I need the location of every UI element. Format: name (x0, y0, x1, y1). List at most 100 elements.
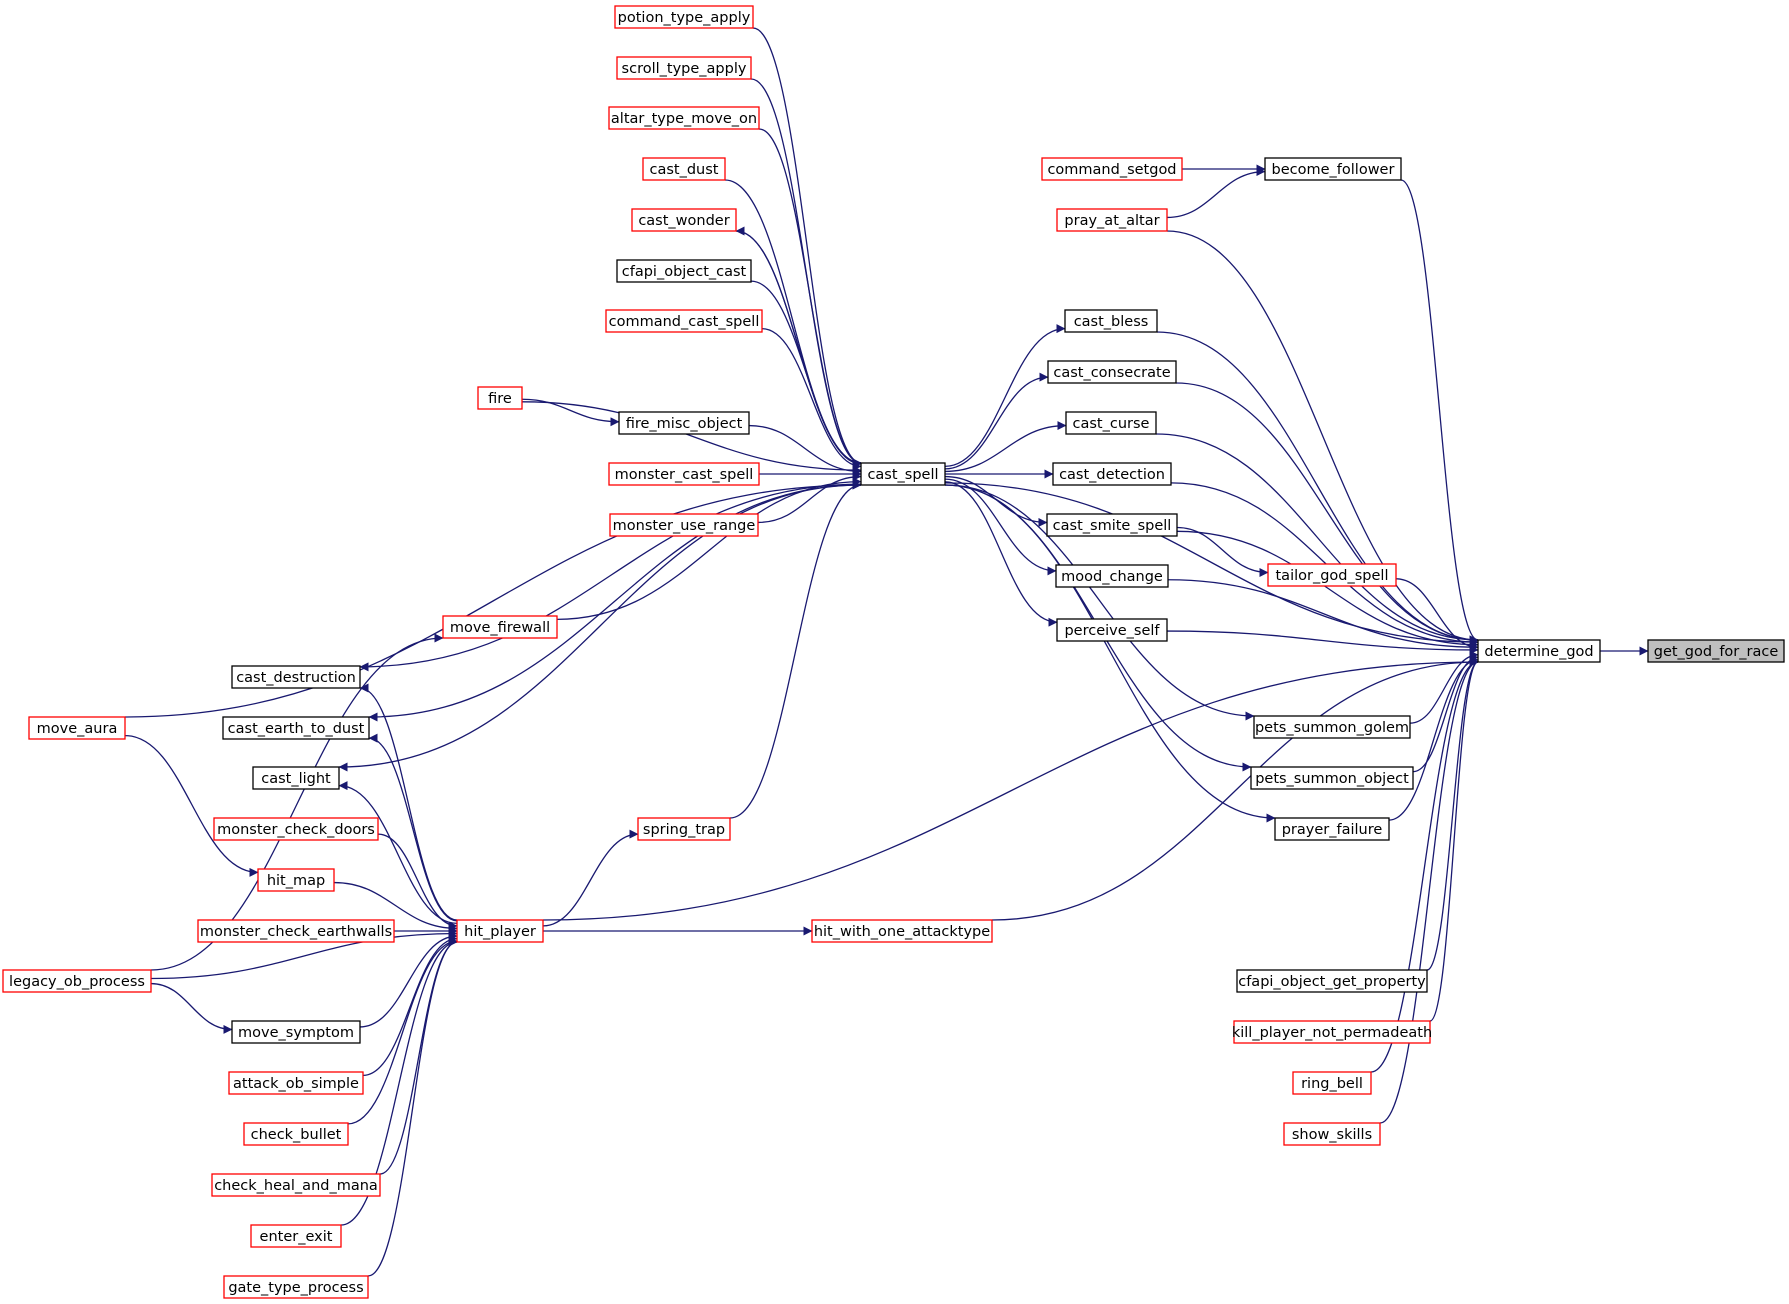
node-check_bullet[interactable]: check_bullet (243, 1122, 349, 1146)
node-label-ring_bell: ring_bell (1301, 1076, 1363, 1092)
node-cast_curse[interactable]: cast_curse (1065, 411, 1157, 435)
edge-fire-to-cast_spell (521, 401, 862, 475)
node-box-scroll_type_apply (616, 56, 752, 80)
node-box-monster_check_earthwalls (197, 919, 395, 943)
node-cast_bless[interactable]: cast_bless (1064, 309, 1158, 333)
node-box-potion_type_apply (614, 5, 754, 29)
node-label-move_aura: move_aura (37, 721, 118, 737)
edge-pets_summon_golem-to-determine_god (1409, 650, 1479, 724)
node-perceive_self[interactable]: perceive_self (1056, 618, 1168, 642)
node-label-check_heal_and_mana: check_heal_and_mana (214, 1178, 378, 1194)
node-box-pray_at_altar (1056, 208, 1168, 232)
edge-cfapi_object_cast-to-cast_spell (750, 280, 862, 469)
node-label-monster_check_doors: monster_check_doors (217, 822, 375, 838)
node-potion_type_apply[interactable]: potion_type_apply (614, 5, 754, 29)
node-fire_misc_object[interactable]: fire_misc_object (618, 411, 750, 435)
node-hit_player[interactable]: hit_player (456, 919, 544, 943)
node-move_firewall[interactable]: move_firewall (442, 615, 558, 639)
edges-layer (124, 27, 1649, 1277)
edge-attack_ob_simple-to-hit_player (362, 934, 458, 1077)
edge-cast_spell-to-cast_bless (944, 324, 1066, 467)
node-become_follower[interactable]: become_follower (1264, 157, 1402, 181)
node-box-move_symptom (231, 1020, 361, 1044)
node-cast_consecrate[interactable]: cast_consecrate (1047, 360, 1177, 384)
node-label-gate_type_process: gate_type_process (228, 1280, 363, 1296)
edge-legacy_ob_process-to-hit_player (150, 929, 458, 980)
edge-cast_spell-to-cast_wonder (735, 226, 862, 464)
node-label-cast_bless: cast_bless (1074, 314, 1149, 330)
node-determine_god[interactable]: determine_god (1477, 639, 1601, 663)
node-label-move_firewall: move_firewall (450, 620, 550, 636)
node-hit_map[interactable]: hit_map (257, 868, 335, 892)
node-pets_summon_object[interactable]: pets_summon_object (1250, 766, 1414, 790)
node-pets_summon_golem[interactable]: pets_summon_golem (1253, 715, 1411, 739)
node-label-potion_type_apply: potion_type_apply (618, 10, 751, 26)
node-cast_detection[interactable]: cast_detection (1052, 462, 1172, 486)
node-box-altar_type_move_on (608, 106, 760, 130)
node-cfapi_object_cast[interactable]: cfapi_object_cast (616, 259, 752, 283)
node-monster_check_earthwalls[interactable]: monster_check_earthwalls (197, 919, 395, 943)
node-box-cast_dust (642, 157, 726, 181)
edge-check_heal_and_mana-to-hit_player (379, 937, 458, 1175)
node-monster_use_range[interactable]: monster_use_range (609, 513, 759, 537)
node-label-cast_smite_spell: cast_smite_spell (1053, 518, 1172, 534)
node-box-cast_earth_to_dust (222, 716, 370, 740)
node-pray_at_altar[interactable]: pray_at_altar (1056, 208, 1168, 232)
node-enter_exit[interactable]: enter_exit (250, 1224, 342, 1248)
edge-hit_map-to-hit_player (333, 881, 458, 933)
node-box-cast_wonder (631, 208, 737, 232)
edge-monster_check_doors-to-hit_player (377, 833, 458, 931)
edge-hit_player-to-determine_god (542, 657, 1479, 921)
node-label-scroll_type_apply: scroll_type_apply (622, 61, 747, 77)
node-spring_trap[interactable]: spring_trap (637, 817, 731, 841)
node-ring_bell[interactable]: ring_bell (1292, 1071, 1372, 1095)
node-box-cfapi_object_get_property (1236, 969, 1428, 993)
edge-cast_smite_spell-to-determine_god (1176, 530, 1479, 650)
node-box-ring_bell (1292, 1071, 1372, 1095)
node-legacy_ob_process[interactable]: legacy_ob_process (2, 969, 152, 993)
edge-hit_player-to-cast_destruction (359, 683, 458, 921)
node-cast_light[interactable]: cast_light (252, 766, 340, 790)
node-hit_with_one_attacktype[interactable]: hit_with_one_attacktype (811, 919, 993, 943)
edge-pray_at_altar-to-become_follower (1166, 167, 1266, 219)
edge-cast_consecrate-to-determine_god (1175, 382, 1479, 645)
node-attack_ob_simple[interactable]: attack_ob_simple (228, 1071, 364, 1095)
node-cast_destruction[interactable]: cast_destruction (231, 665, 361, 689)
node-gate_type_process[interactable]: gate_type_process (223, 1275, 369, 1299)
node-move_symptom[interactable]: move_symptom (231, 1020, 361, 1044)
node-prayer_failure[interactable]: prayer_failure (1274, 817, 1390, 841)
node-cast_earth_to_dust[interactable]: cast_earth_to_dust (222, 716, 370, 740)
node-cast_smite_spell[interactable]: cast_smite_spell (1046, 513, 1178, 537)
node-cfapi_object_get_property[interactable]: cfapi_object_get_property (1236, 969, 1428, 993)
node-kill_player_not_permadeath[interactable]: kill_player_not_permadeath (1232, 1020, 1432, 1044)
edge-cast_spell-to-prayer_failure (944, 484, 1276, 823)
node-command_setgod[interactable]: command_setgod (1041, 157, 1183, 181)
node-label-enter_exit: enter_exit (260, 1229, 333, 1245)
node-box-cast_light (252, 766, 340, 790)
node-label-cast_dust: cast_dust (650, 162, 719, 178)
node-check_heal_and_mana[interactable]: check_heal_and_mana (211, 1173, 381, 1197)
node-cast_dust[interactable]: cast_dust (642, 157, 726, 181)
node-box-command_cast_spell (605, 309, 763, 333)
node-monster_cast_spell[interactable]: monster_cast_spell (608, 462, 760, 486)
node-move_aura[interactable]: move_aura (28, 716, 126, 740)
node-box-monster_use_range (609, 513, 759, 537)
node-fire[interactable]: fire (477, 386, 523, 410)
node-box-monster_cast_spell (608, 462, 760, 486)
node-scroll_type_apply[interactable]: scroll_type_apply (616, 56, 752, 80)
node-get_god_for_race[interactable]: get_god_for_race (1647, 639, 1785, 663)
node-label-monster_use_range: monster_use_range (613, 518, 756, 534)
node-mood_change[interactable]: mood_change (1055, 564, 1169, 588)
nodes-layer: get_god_for_race determine_god become_foll… (2, 5, 1785, 1299)
node-monster_check_doors[interactable]: monster_check_doors (213, 817, 379, 841)
node-altar_type_move_on[interactable]: altar_type_move_on (608, 106, 760, 130)
node-box-cast_destruction (231, 665, 361, 689)
node-cast_spell[interactable]: cast_spell (860, 462, 946, 486)
node-box-cast_consecrate (1047, 360, 1177, 384)
node-tailor_god_spell[interactable]: tailor_god_spell (1267, 563, 1397, 587)
node-label-hit_player: hit_player (464, 924, 536, 940)
edge-ring_bell-to-determine_god (1370, 657, 1479, 1073)
node-command_cast_spell[interactable]: command_cast_spell (605, 309, 763, 333)
node-show_skills[interactable]: show_skills (1283, 1122, 1381, 1146)
node-cast_wonder[interactable]: cast_wonder (631, 208, 737, 232)
